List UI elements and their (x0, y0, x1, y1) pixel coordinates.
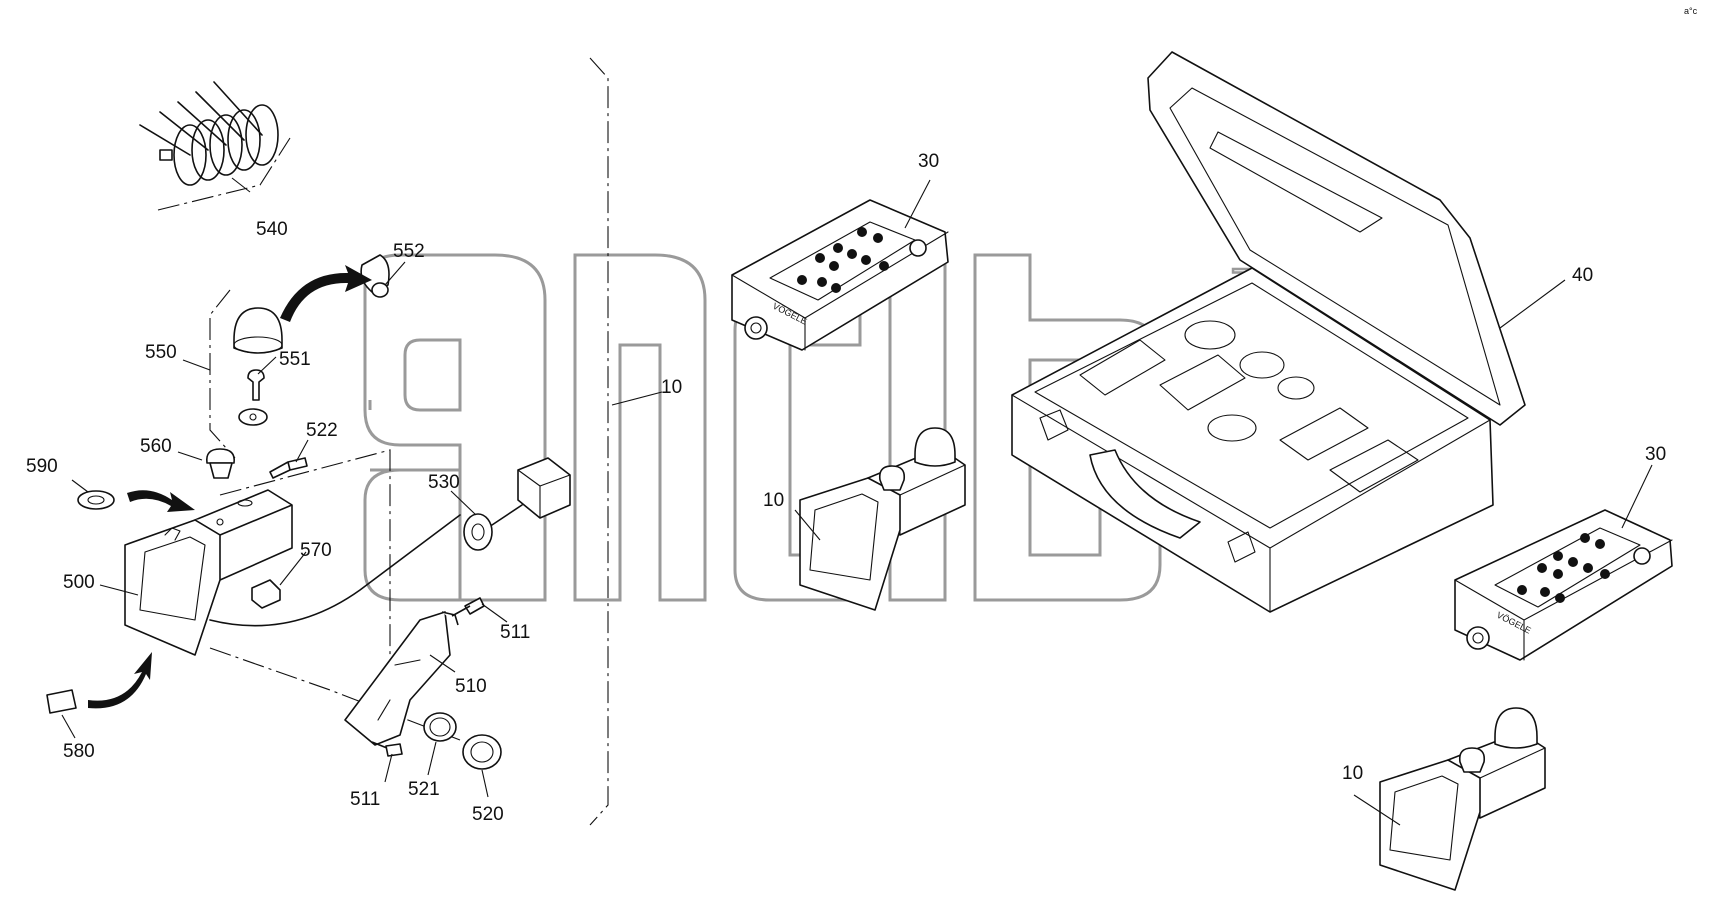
assembly-arrow-icon (88, 652, 152, 709)
grommet-520 (462, 734, 502, 770)
screw-511-lower (371, 741, 403, 757)
callout-580: 580 (63, 741, 95, 762)
callout-511-upper: 511 (500, 622, 530, 643)
plug-580 (46, 689, 77, 714)
callout-10-separator: 10 (661, 377, 682, 398)
callout-552: 552 (393, 241, 425, 262)
clip-570 (251, 579, 281, 609)
bracket-510 (344, 611, 459, 746)
callout-10-middle: 10 (763, 490, 784, 511)
callout-521: 521 (408, 779, 440, 800)
callout-550: 550 (145, 342, 177, 363)
remote-control-30-lower: VÖGELE (1454, 509, 1673, 661)
callout-590: 590 (26, 456, 58, 477)
callout-540: 540 (256, 219, 288, 240)
assembly-arrow-icon (127, 490, 195, 512)
callout-551: 551 (279, 349, 311, 370)
callout-30-upper: 30 (918, 151, 939, 172)
callout-510: 510 (455, 676, 487, 697)
group-separator-line (589, 57, 609, 826)
callout-530: 530 (428, 472, 460, 493)
push-button-560 (205, 448, 236, 479)
callout-500: 500 (63, 572, 95, 593)
callout-10-lower: 10 (1342, 763, 1363, 784)
callout-30-lower: 30 (1645, 444, 1666, 465)
carrying-case-40 (1011, 51, 1526, 613)
screw-522 (269, 457, 308, 479)
callout-511-lower: 511 (350, 789, 380, 810)
bracket-500 (124, 489, 293, 656)
remote-control-30-upper: VÖGELE (731, 199, 949, 351)
ring-521 (423, 712, 457, 742)
washer-590 (77, 490, 115, 510)
callout-labels: 540 552 550 551 522 560 590 530 570 500 … (26, 151, 1666, 825)
beacon-lamp-550 (209, 289, 283, 459)
callout-570: 570 (300, 540, 332, 561)
assembly-arrow-icon (280, 265, 372, 322)
leader-lines (61, 177, 1653, 826)
callout-522: 522 (306, 420, 338, 441)
corner-mark: a°c (1684, 6, 1698, 16)
callout-40: 40 (1572, 265, 1593, 286)
cable-ties-540 (139, 81, 291, 211)
switch-assembly-10-middle (799, 427, 966, 611)
cable-530 (209, 457, 571, 627)
switch-assembly-10-lower (1379, 707, 1546, 891)
callout-560: 560 (140, 436, 172, 457)
callout-520: 520 (472, 804, 504, 825)
